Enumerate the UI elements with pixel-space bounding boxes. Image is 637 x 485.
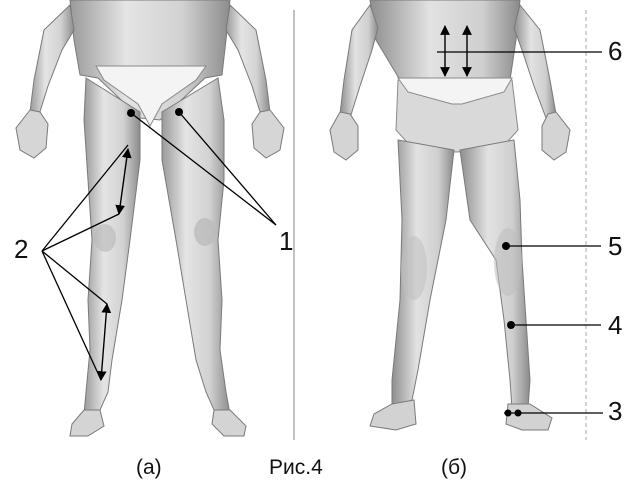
- front-left-hand: [16, 110, 48, 158]
- back-right-foot: [506, 404, 552, 430]
- front-right-knee: [194, 218, 216, 246]
- front-right-leg: [162, 78, 230, 414]
- front-left-arm: [30, 5, 74, 118]
- back-left-calf: [401, 236, 427, 300]
- figure-caption: Рис.4: [269, 456, 323, 480]
- panel-b-label: (б): [441, 456, 467, 480]
- front-right-arm: [226, 5, 270, 118]
- panel-a-label: (а): [136, 456, 162, 480]
- back-left-arm: [340, 5, 378, 118]
- front-annotations: [42, 108, 276, 380]
- marker-label-3: 3: [608, 396, 622, 427]
- marker-label-4: 4: [608, 310, 622, 341]
- back-right-hand: [542, 112, 570, 160]
- back-body-figure: [330, 0, 570, 430]
- front-left-foot: [70, 410, 104, 436]
- back-left-foot: [370, 400, 416, 430]
- back-right-calf: [494, 228, 522, 296]
- front-right-hand: [252, 110, 284, 158]
- front-body-figure: [16, 0, 284, 436]
- front-right-foot: [212, 410, 246, 436]
- back-left-hand: [330, 112, 358, 160]
- marker-label-6: 6: [608, 36, 622, 67]
- marker-label-1: 1: [279, 226, 293, 257]
- marker-label-2: 2: [14, 234, 28, 265]
- back-right-arm: [514, 5, 556, 118]
- front-left-knee: [94, 224, 116, 252]
- marker-label-5: 5: [608, 231, 622, 262]
